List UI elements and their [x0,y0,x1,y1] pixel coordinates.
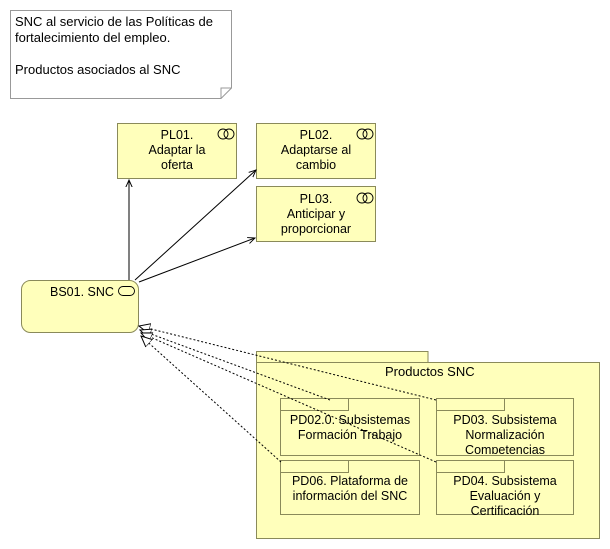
edge-pd02-bs01[interactable] [140,330,331,401]
pl03-line-3: proporcionar [280,222,352,236]
pl01-line-2: Adaptar la [148,143,206,157]
edge-pd06-bs01[interactable] [141,336,282,463]
edge-bs01-pl02[interactable] [134,170,256,281]
pd03-line-3: Competencias [465,443,545,454]
pd04-line-2: Evaluación y [469,489,541,503]
products-group-title: Productos SNC [385,364,475,379]
pd02-line-2: Formación Trabajo [297,428,403,442]
pd03-line-1: PD03. Subsistema [453,413,557,427]
note-shape [10,10,232,99]
pd02-line-1: PD02.0. Subsistemas [289,413,411,427]
pl03-line-1: PL03. [299,192,333,206]
note-line-3 [15,46,225,62]
note-line-2: fortalecimiento del empleo. [15,30,171,45]
policy-pl01-shape[interactable] [117,123,237,179]
business-function-icon [356,128,368,140]
service-icon [118,286,135,296]
policy-pl03-shape[interactable] [256,186,376,242]
edge-pd04-bs01[interactable] [141,333,437,463]
pl03-line-2: Anticipar y [286,207,346,221]
pd06-line-2: información del SNC [292,489,408,503]
note-text: SNC al servicio de las Políticas de fort… [15,14,225,78]
policy-pl02-shape[interactable] [256,123,376,179]
product-pd03-shape[interactable] [436,398,574,456]
product-pd02-label: PD02.0. Subsistemas Formación Trabajo [281,413,419,443]
pl02-line-2: Adaptarse al [280,143,352,157]
product-pd04-shape[interactable] [436,460,574,515]
pl01-line-3: oferta [161,158,193,172]
service-bs01-label: BS01. SNC [50,285,114,299]
product-pd03-label: PD03. Subsistema Normalización Competenc… [437,413,573,454]
policy-pl01-label: PL01. Adaptar la oferta [117,128,237,173]
product-pd04-label: PD04. Subsistema Evaluación y Certificac… [437,474,573,519]
note-line-4: Productos asociados al SNC [15,62,181,77]
product-pd06-shape[interactable] [280,460,420,515]
product-pd02-shape[interactable] [280,398,420,456]
pd06-line-1: PD06. Plataforma de [291,474,409,488]
edge-bs01-pl03[interactable] [138,238,255,283]
pd04-line-1: PD04. Subsistema [453,474,557,488]
pl02-line-3: cambio [295,158,337,172]
edge-pd03-bs01[interactable] [139,326,437,401]
business-function-icon [217,128,229,140]
product-pd06-label: PD06. Plataforma de información del SNC [281,474,419,504]
pd03-line-2: Normalización [465,428,545,442]
policy-pl03-label: PL03. Anticipar y proporcionar [256,192,376,237]
policy-pl02-label: PL02. Adaptarse al cambio [256,128,376,173]
service-bs01-shape[interactable] [21,280,139,333]
pl02-line-1: PL02. [299,128,333,142]
note-line-1: SNC al servicio de las Políticas de [15,14,213,29]
pd04-line-3: Certificación [470,504,540,518]
business-function-icon [356,192,368,204]
pl01-line-1: PL01. [160,128,194,142]
